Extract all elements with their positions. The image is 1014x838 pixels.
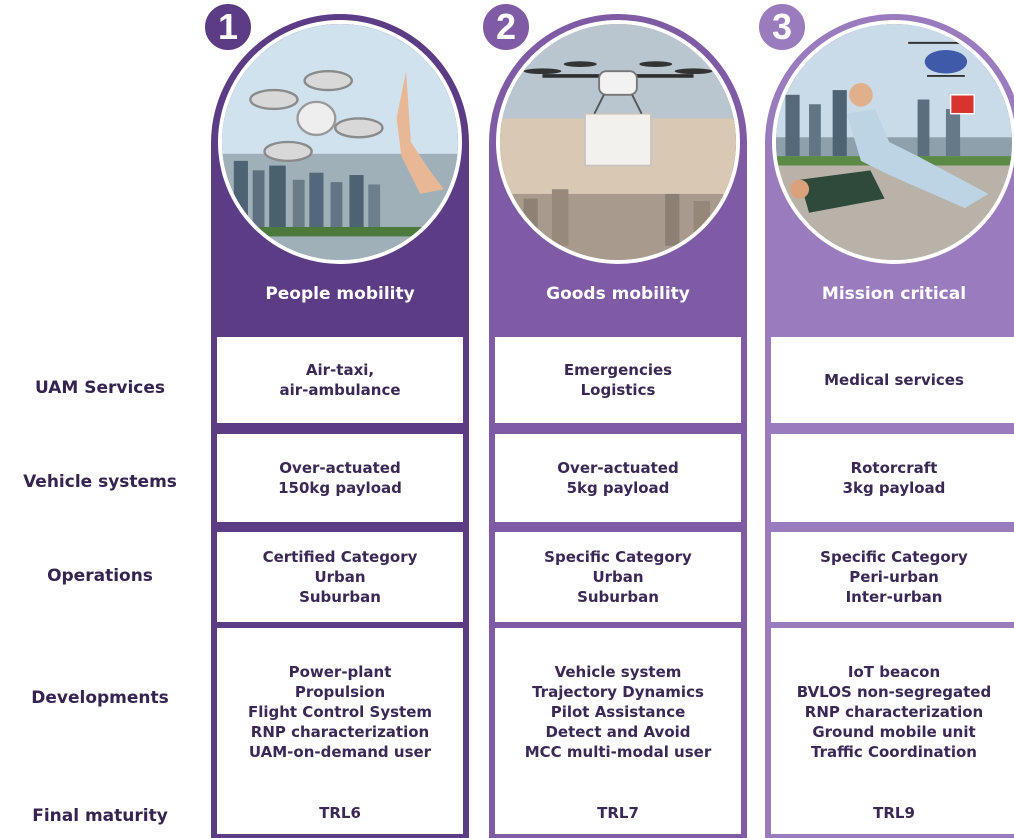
- final-maturity-cell: TRL7: [495, 792, 741, 834]
- developments-cell: Vehicle system Trajectory Dynamics Pilot…: [495, 628, 741, 796]
- cell-line: Ground mobile unit: [812, 723, 976, 741]
- cell-line: Urban: [314, 568, 366, 586]
- cell-line: Flight Control System: [247, 703, 433, 721]
- row-label-uam-services: UAM Services: [34, 378, 166, 398]
- cell-line: IoT beacon: [847, 663, 941, 681]
- cell-line: Traffic Coordination: [811, 743, 977, 761]
- step-number-badge: 2: [479, 0, 533, 54]
- cell-line: Medical services: [824, 371, 964, 389]
- cell-line: MCC multi-modal user: [524, 743, 712, 761]
- cell-line: TRL7: [597, 804, 639, 822]
- column-people-mobility: 1 People mobility Air-taxi, air-ambulanc…: [201, 0, 469, 838]
- cell-line: Emergencies: [563, 361, 673, 379]
- cell-line: UAM-on-demand user: [248, 743, 432, 761]
- uam-services-cell: Air-taxi, air-ambulance: [217, 337, 463, 423]
- cell-line: BVLOS non-segregated: [796, 683, 992, 701]
- row-label-final-maturity: Final maturity: [32, 806, 168, 826]
- cell-line: Over-actuated: [279, 459, 401, 477]
- cell-line: Certified Category: [262, 548, 418, 566]
- cell-line: 5kg payload: [566, 479, 670, 497]
- cell-line: Specific Category: [820, 548, 968, 566]
- cell-line: Trajectory Dynamics: [532, 683, 704, 701]
- cell-line: Pilot Assistance: [550, 703, 686, 721]
- column-mission-critical: 3 Mission critical Medical services Roto…: [755, 0, 1014, 838]
- final-maturity-cell: TRL6: [217, 792, 463, 834]
- row-label-vehicle-systems: Vehicle systems: [23, 472, 177, 492]
- cell-line: Vehicle system: [554, 663, 682, 681]
- cell-line: Specific Category: [544, 548, 692, 566]
- cell-line: Suburban: [577, 588, 659, 606]
- operations-cell: Certified Category Urban Suburban: [217, 532, 463, 622]
- cell-line: Power-plant: [288, 663, 392, 681]
- column-goods-mobility: 2 Goods mobility Emergencies Logistics O…: [479, 0, 747, 838]
- vehicle-systems-cell: Rotorcraft 3kg payload: [771, 434, 1014, 522]
- cell-line: Over-actuated: [557, 459, 679, 477]
- row-label-developments: Developments: [31, 688, 169, 708]
- cell-line: TRL9: [873, 804, 915, 822]
- cell-line: Inter-urban: [845, 588, 943, 606]
- air-taxi-city-photo: [218, 20, 462, 264]
- cell-line: Propulsion: [294, 683, 386, 701]
- cell-line: TRL6: [319, 804, 361, 822]
- cell-line: 150kg payload: [278, 479, 402, 497]
- cell-line: Rotorcraft: [850, 459, 938, 477]
- step-number-badge: 1: [201, 0, 255, 54]
- cell-line: 3kg payload: [842, 479, 946, 497]
- cell-line: RNP characterization: [250, 723, 430, 741]
- developments-cell: IoT beacon BVLOS non-segregated RNP char…: [771, 628, 1014, 796]
- cell-line: Suburban: [299, 588, 381, 606]
- cell-line: Peri-urban: [849, 568, 939, 586]
- cell-line: Urban: [592, 568, 644, 586]
- column-title: People mobility: [265, 284, 415, 304]
- uam-services-cell: Emergencies Logistics: [495, 337, 741, 423]
- delivery-drone-photo: [496, 20, 740, 264]
- row-label-operations: Operations: [47, 566, 153, 586]
- operations-cell: Specific Category Urban Suburban: [495, 532, 741, 622]
- final-maturity-cell: TRL9: [771, 792, 1014, 834]
- column-title: Goods mobility: [546, 284, 690, 304]
- developments-cell: Power-plant Propulsion Flight Control Sy…: [217, 628, 463, 796]
- column-title: Mission critical: [821, 284, 967, 304]
- uam-services-cell: Medical services: [771, 337, 1014, 423]
- cell-line: RNP characterization: [804, 703, 984, 721]
- cell-line: Air-taxi,: [305, 361, 375, 379]
- operations-cell: Specific Category Peri-urban Inter-urban: [771, 532, 1014, 622]
- step-number-badge: 3: [755, 0, 809, 54]
- vehicle-systems-cell: Over-actuated 150kg payload: [217, 434, 463, 522]
- medical-rotorcraft-photo: [772, 20, 1014, 264]
- cell-line: air-ambulance: [279, 381, 401, 399]
- cell-line: Logistics: [580, 381, 656, 399]
- vehicle-systems-cell: Over-actuated 5kg payload: [495, 434, 741, 522]
- cell-line: Detect and Avoid: [545, 723, 691, 741]
